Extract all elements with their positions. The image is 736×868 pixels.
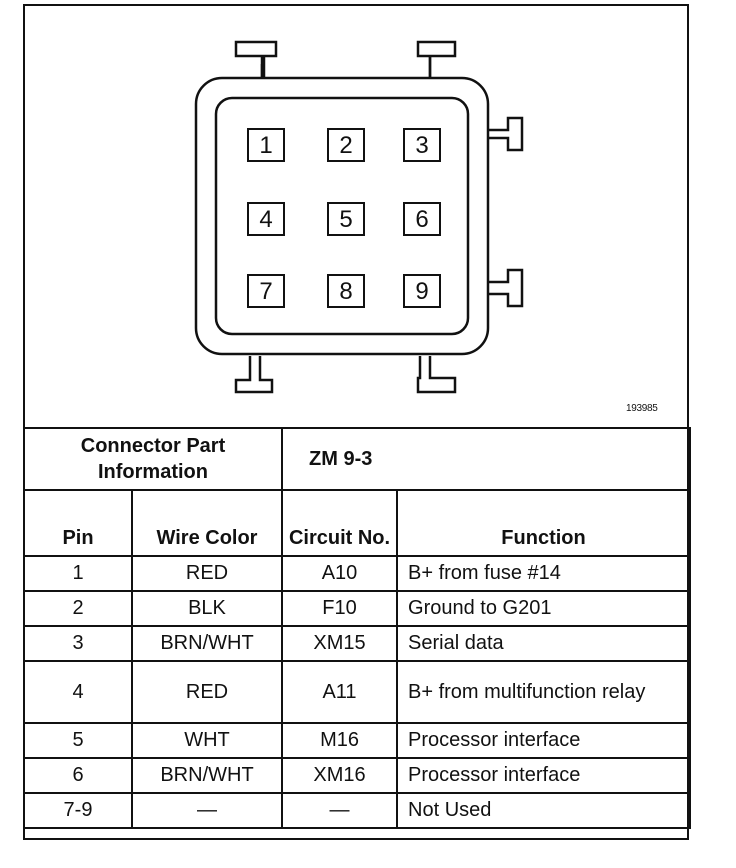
header-pin: Pin [23, 489, 133, 557]
bottom-right-clip [416, 356, 457, 394]
cell-function: B+ from fuse #14 [396, 555, 692, 592]
cell-pin: 2 [23, 590, 133, 627]
pin-label: 5 [339, 205, 353, 233]
pin-cavity-8: 8 [327, 274, 365, 308]
cell-pin: 7-9 [23, 792, 133, 829]
cell-circuit: — [281, 792, 399, 829]
right-bottom-clip [488, 268, 524, 308]
part-info-label: Connector Part Information [22, 427, 284, 491]
pin-label: 8 [339, 277, 353, 305]
pin-cavity-7: 7 [247, 274, 285, 308]
cell-wire-color: RED [130, 555, 284, 592]
pin-label: 9 [415, 277, 429, 305]
table-row: 1 RED A10 B+ from fuse #14 [23, 555, 692, 592]
cell-wire-color: BRN/WHT [130, 757, 284, 794]
column-header-row: Pin Wire Color Circuit No. Function [23, 489, 692, 557]
cell-circuit: XM16 [281, 757, 399, 794]
pin-label: 7 [259, 277, 273, 305]
cell-wire-color: WHT [130, 722, 284, 759]
cell-pin: 1 [23, 555, 133, 592]
right-top-clip [488, 116, 524, 152]
cell-function: Processor interface [396, 722, 692, 759]
pin-label: 3 [415, 131, 429, 159]
pin-cavity-5: 5 [327, 202, 365, 236]
pin-cavity-3: 3 [403, 128, 441, 162]
table-row: 2 BLK F10 Ground to G201 [23, 590, 692, 627]
cell-pin: 6 [23, 757, 133, 794]
cell-pin: 5 [23, 722, 133, 759]
figure-frame [23, 4, 689, 840]
part-info-value: ZM 9-3 [281, 427, 692, 491]
cell-wire-color: BRN/WHT [130, 625, 284, 662]
cell-pin: 3 [23, 625, 133, 662]
cell-function: Ground to G201 [396, 590, 692, 627]
pin-cavity-4: 4 [247, 202, 285, 236]
header-function: Function [396, 489, 692, 557]
pin-label: 4 [259, 205, 273, 233]
pin-label: 2 [339, 131, 353, 159]
cell-function: B+ from multifunction relay [396, 660, 692, 724]
cell-circuit: XM15 [281, 625, 399, 662]
cell-function: Not Used [396, 792, 692, 829]
cell-wire-color: — [130, 792, 284, 829]
connector-body-inner [214, 96, 470, 336]
header-wire-color: Wire Color [130, 489, 284, 557]
pin-cavity-9: 9 [403, 274, 441, 308]
cell-function: Serial data [396, 625, 692, 662]
cell-wire-color: BLK [130, 590, 284, 627]
figure-id: 193985 [626, 403, 658, 414]
cell-circuit: F10 [281, 590, 399, 627]
bottom-left-clip [234, 356, 274, 394]
pin-label: 1 [259, 131, 273, 159]
table-row: 7-9 — — Not Used [23, 792, 692, 829]
connector-diagram [194, 40, 524, 394]
table-row: 4 RED A11 B+ from multifunction relay [23, 660, 692, 724]
top-right-clip [416, 40, 457, 78]
connector-table: Connector Part Information ZM 9-3 Pin Wi… [22, 427, 692, 829]
pin-label: 6 [415, 205, 429, 233]
cell-function: Processor interface [396, 757, 692, 794]
pin-cavity-1: 1 [247, 128, 285, 162]
table-row: 3 BRN/WHT XM15 Serial data [23, 625, 692, 662]
header-circuit-no: Circuit No. [281, 489, 399, 557]
cell-circuit: A11 [281, 660, 399, 724]
cell-wire-color: RED [130, 660, 284, 724]
cell-pin: 4 [23, 660, 133, 724]
cell-circuit: M16 [281, 722, 399, 759]
table-row: 5 WHT M16 Processor interface [23, 722, 692, 759]
table-row: 6 BRN/WHT XM16 Processor interface [23, 757, 692, 794]
pin-cavity-6: 6 [403, 202, 441, 236]
top-left-clip [234, 40, 278, 78]
part-info-row: Connector Part Information ZM 9-3 [22, 427, 692, 491]
connector-body-outer [194, 76, 490, 356]
cell-circuit: A10 [281, 555, 399, 592]
pin-cavity-2: 2 [327, 128, 365, 162]
